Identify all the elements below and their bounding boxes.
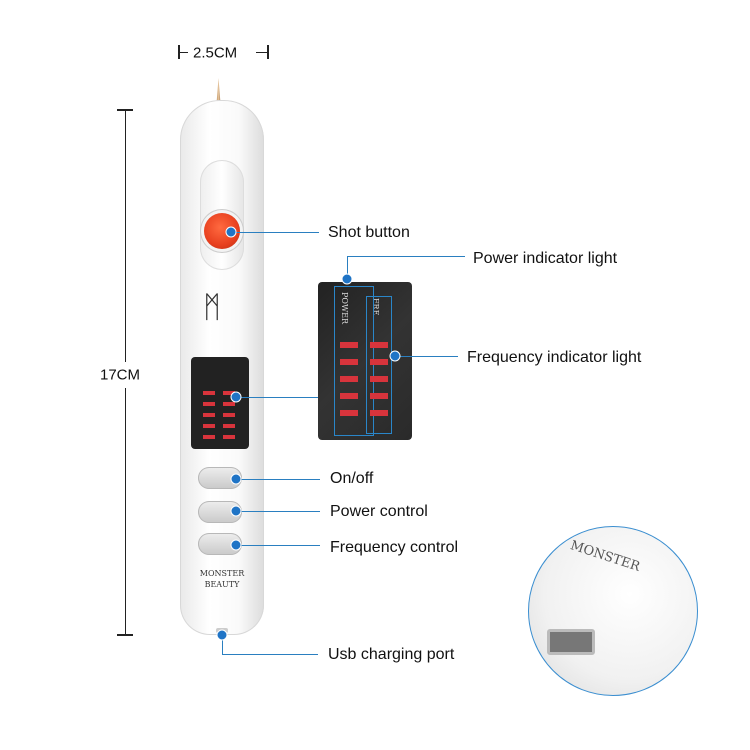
width-dimension-line	[178, 52, 188, 53]
brand-logo-text: MONSTER BEAUTY	[199, 569, 245, 590]
usb-port-closeup-inset: MONSTER	[528, 526, 698, 696]
frequency-control-label: Frequency control	[330, 539, 459, 556]
frequency-control-callout-dot	[230, 539, 242, 551]
power-control-callout-dot	[230, 505, 242, 517]
length-dimension-line	[125, 110, 126, 362]
brand-logo-icon: ᛗ	[203, 290, 221, 325]
usb-port-callout-line	[222, 654, 318, 655]
length-dimension-line	[125, 388, 126, 634]
panel-callout-line	[236, 397, 318, 398]
shot-button-label: Shot button	[328, 224, 410, 241]
enlarged-indicator-panel: POWER FRE	[318, 282, 412, 440]
usb-port-callout-dot	[216, 629, 228, 641]
frequency-panel-label: FRE	[371, 298, 380, 316]
power-panel-label: POWER	[340, 292, 349, 325]
pen-indicator-panel	[191, 357, 249, 449]
frequency-control-button[interactable]	[198, 533, 242, 555]
power-control-label: Power control	[330, 503, 428, 520]
length-dimension-label: 17CM	[100, 366, 141, 384]
length-dimension-bottom-tick	[117, 634, 133, 636]
frequency-control-callout-line	[236, 545, 320, 546]
power-indicator-callout-line	[347, 256, 465, 257]
on-off-button[interactable]	[198, 467, 242, 489]
frequency-indicator-label: Frequency indicator light	[467, 349, 642, 366]
frequency-indicator-callout-line	[395, 356, 458, 357]
frequency-indicator-callout-dot	[389, 350, 401, 362]
shot-button-callout-line	[231, 232, 319, 233]
power-indicator-callout-dot	[341, 273, 353, 285]
on-off-callout-dot	[230, 473, 242, 485]
on-off-label: On/off	[330, 470, 374, 487]
needle-tip	[216, 78, 221, 110]
width-dimension-label: 2.5CM	[193, 44, 238, 62]
length-dimension-top-tick	[117, 109, 133, 111]
power-indicator-label: Power indicator light	[473, 250, 618, 267]
shot-button-callout-dot	[225, 226, 237, 238]
width-dimension-line	[256, 52, 268, 53]
power-control-callout-line	[236, 511, 320, 512]
usb-port-closeup	[547, 629, 595, 655]
panel-callout-dot	[230, 391, 242, 403]
usb-port-callout-line	[222, 635, 223, 654]
frequency-indicator-frame	[366, 296, 392, 434]
power-indicator-callout-line	[347, 256, 348, 278]
usb-port-label: Usb charging port	[328, 646, 455, 663]
closeup-brand-text: MONSTER	[568, 538, 642, 575]
on-off-callout-line	[236, 479, 320, 480]
